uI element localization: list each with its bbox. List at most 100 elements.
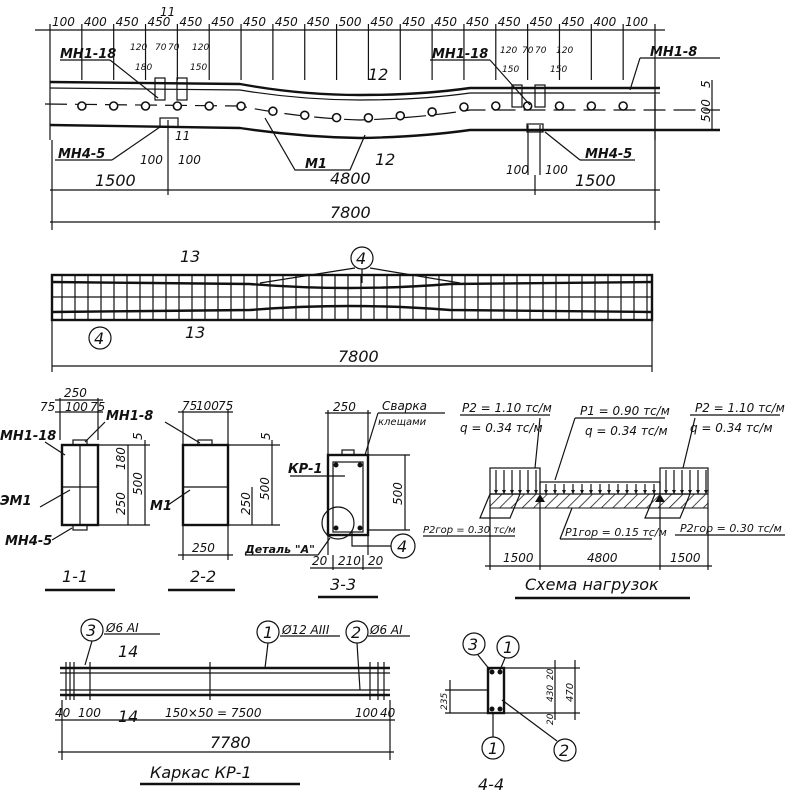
beam-hatched — [489, 493, 709, 509]
dim-label: 150×50 = 7500 — [165, 706, 262, 720]
anchor-point — [204, 101, 215, 111]
spacing-label: 450 — [307, 15, 330, 29]
mark-mn1-18-right: МН1-18 — [432, 47, 488, 62]
callout-text: 1 — [263, 623, 273, 642]
embedded-plate-bottom — [526, 123, 544, 133]
label-14-top: 14 — [118, 642, 138, 661]
span-right: 1500 — [575, 171, 616, 190]
callout-2 — [553, 738, 577, 762]
arrow-head — [664, 490, 668, 494]
anchor-point — [268, 106, 278, 117]
dim-label: 100 — [506, 163, 529, 177]
bar-1-spec: Ø12 AIII — [281, 623, 330, 637]
cage-title: Каркас КР-1 — [150, 763, 252, 782]
spacing-label: 450 — [434, 15, 457, 29]
cage-kr1 — [332, 461, 364, 533]
section-1-1: 250 75 100 75 МН1-8 МН1-18 ЭМ1 МН4-5 180… — [0, 386, 153, 592]
dim-label: 70 — [168, 43, 180, 53]
arrow-head — [625, 490, 629, 494]
spacing-label: 450 — [243, 15, 266, 29]
anchor-point — [427, 107, 437, 117]
arrow-head — [652, 490, 656, 494]
arrow-head — [607, 490, 611, 494]
spacing-label: 400 — [84, 15, 107, 29]
m1-leader — [264, 117, 366, 171]
dim-label: 180 — [114, 447, 128, 470]
span-left: 1500 — [95, 171, 136, 190]
dim-label: 430 — [546, 685, 556, 702]
arrow-head — [510, 490, 514, 494]
spacing-label: 450 — [275, 15, 298, 29]
dim-label: 180 — [135, 63, 152, 73]
dim-label: 100 — [196, 399, 219, 413]
anchor-point — [331, 112, 342, 123]
horizontal-load-left — [479, 493, 521, 519]
callout-text: 1 — [503, 638, 513, 657]
arrow-head — [502, 490, 506, 494]
dim-label: 40 — [380, 706, 396, 720]
anchor-point — [490, 101, 501, 111]
dim-label: 70 — [535, 46, 547, 56]
anchor-point — [459, 102, 469, 112]
beam-bottom-line — [49, 123, 720, 140]
section-3-3: 250 Сварка клещами КР-1 500 Деталь "А" 4… — [244, 399, 445, 599]
section-outline — [486, 666, 506, 715]
label-14-bottom: 14 — [118, 707, 138, 726]
dim-label: 75 — [218, 399, 233, 413]
spacing-label: 450 — [466, 15, 489, 29]
arrow-head — [696, 490, 700, 494]
dim-label: 250 — [114, 492, 128, 515]
arrow-head — [589, 490, 593, 494]
load-mid-q: q = 0.34 тс/м — [585, 424, 668, 438]
anchor-point — [363, 112, 374, 123]
callout-4-text: 4 — [94, 329, 104, 348]
dim-label: 500 — [391, 482, 405, 505]
anchor-point — [299, 110, 310, 121]
dim-label: 250 — [192, 541, 215, 555]
callout-text: 3 — [86, 621, 96, 640]
anchor-point — [108, 101, 119, 111]
dim-label: 75 — [40, 400, 55, 414]
dim-label: 150 — [190, 63, 207, 73]
mark-mn4-5: МН4-5 — [5, 534, 52, 549]
arrow-head — [553, 490, 557, 494]
cage-total-length: 7800 — [338, 347, 379, 366]
callout-1-top — [496, 635, 520, 659]
dim-label: 250 — [333, 400, 356, 414]
arrow-head — [562, 490, 566, 494]
spacing-label: 100 — [625, 15, 648, 29]
weld-note: Сварка — [382, 399, 427, 413]
dim-label: 100 — [140, 153, 163, 167]
arrow-head — [534, 490, 538, 494]
spacing-label: 450 — [148, 15, 171, 29]
arrow-head — [580, 490, 584, 494]
section-mark-11: 11 — [160, 5, 175, 19]
plate — [72, 524, 88, 531]
dim-label: 235 — [440, 693, 450, 710]
bar-2-spec: Ø6 AI — [369, 623, 403, 637]
dim-label: 100 — [545, 163, 568, 177]
mark-kr1: КР-1 — [288, 462, 323, 477]
anchor-point — [395, 110, 406, 121]
dim-label: 20 — [312, 554, 328, 568]
dim-label: 70 — [522, 46, 534, 56]
spacing-label: 450 — [402, 15, 425, 29]
section-outline — [181, 443, 230, 527]
span-mid: 4800 — [330, 169, 371, 188]
arrow-head — [571, 490, 575, 494]
dim-label: 5 — [259, 432, 273, 440]
plate — [72, 439, 88, 446]
load-left-p: P2 = 1.10 тс/м — [462, 401, 552, 415]
callout-4-text: 4 — [356, 249, 366, 268]
arrow-head — [544, 490, 548, 494]
load-scheme: P2 = 1.10 тс/м q = 0.34 тс/м P1 = 0.90 т… — [423, 401, 785, 600]
dim-label: 20 — [546, 713, 556, 725]
spacing-label: 450 — [530, 15, 553, 29]
dim-label: 100 — [178, 153, 201, 167]
section-outline — [326, 453, 370, 537]
section-2-2: 75 100 75 250 500 5 М1 250 2-2 — [150, 399, 280, 592]
cage-bar-top — [51, 280, 653, 290]
dim-label: 75 — [182, 399, 197, 413]
dim-label: 5 — [131, 432, 145, 440]
